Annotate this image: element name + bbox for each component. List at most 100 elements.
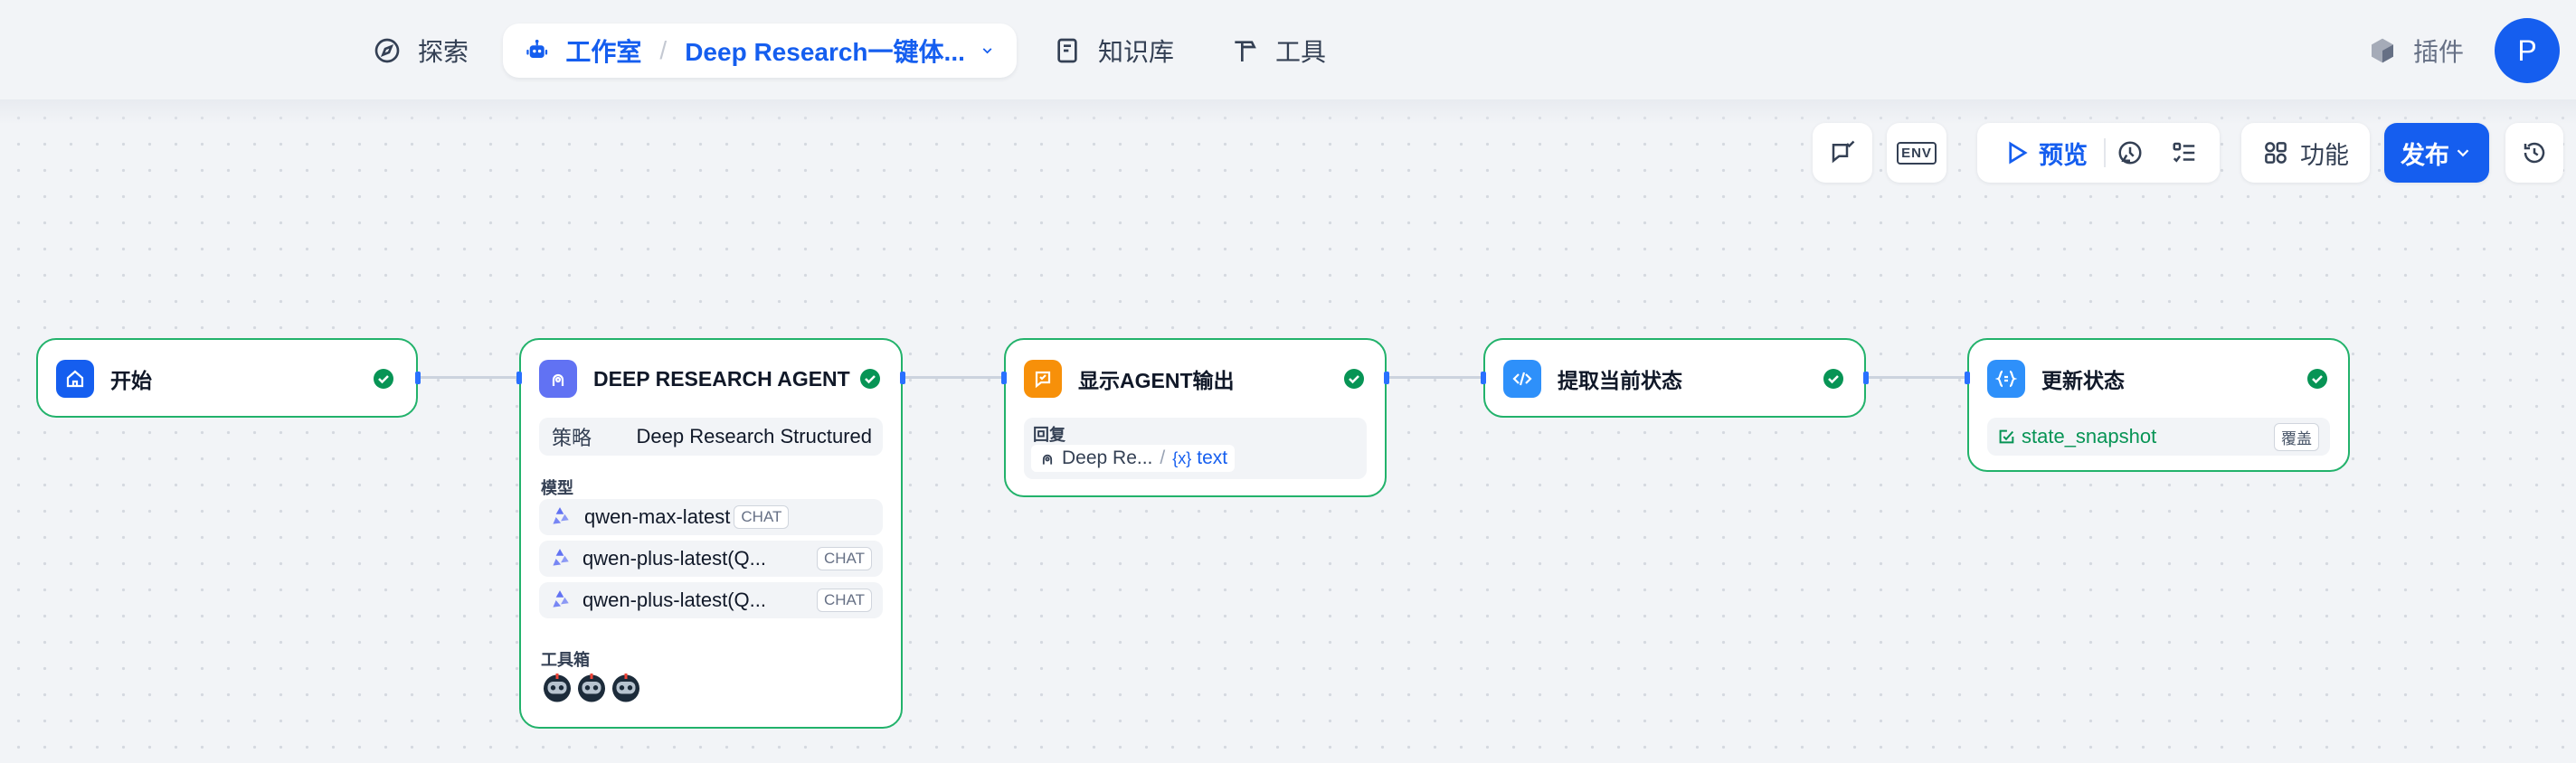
node-header: DEEP RESEARCH AGENT: [539, 360, 850, 398]
success-check-icon: [1823, 369, 1843, 389]
nav-knowledge[interactable]: 知识库: [1053, 24, 1174, 78]
robot-icon[interactable]: [575, 671, 608, 703]
output-handle[interactable]: [1863, 372, 1869, 384]
model-section-label: 模型: [541, 479, 573, 497]
source-node-name: Deep Re...: [1062, 447, 1153, 468]
model-tag: CHAT: [816, 589, 872, 612]
divider: [2104, 138, 2106, 167]
node-title: 更新状态: [2041, 369, 2125, 392]
variable-assigner-icon: [1987, 360, 2025, 398]
nav-tools[interactable]: 工具: [1230, 24, 1326, 78]
model-tag: CHAT: [816, 547, 872, 570]
conversation-variable-icon: [1999, 429, 2014, 444]
preview-group: 预览: [1977, 123, 2220, 183]
edge[interactable]: [1387, 376, 1485, 379]
code-icon: [1503, 360, 1541, 398]
variable-name: state_snapshot: [2022, 425, 2157, 447]
path-separator: /: [1160, 447, 1166, 468]
node-assigner[interactable]: 更新状态 state_snapshot 覆盖: [1965, 338, 2350, 472]
input-handle[interactable]: [1481, 372, 1486, 384]
model-item[interactable]: qwen-max-latest CHAT: [539, 499, 883, 535]
node-header: 提取当前状态: [1503, 360, 1682, 398]
apps-icon: [2265, 142, 2287, 164]
success-check-icon: [860, 369, 880, 389]
nav-knowledge-label: 知识库: [1098, 38, 1175, 66]
breadcrumb-separator: /: [659, 36, 668, 64]
strategy-label: 策略: [552, 427, 592, 449]
model-tag: CHAT: [734, 505, 790, 529]
input-handle[interactable]: [1965, 372, 1970, 384]
answer-icon: [1024, 360, 1062, 398]
node-title: 显示AGENT输出: [1078, 369, 1235, 392]
compass-icon: [374, 38, 400, 63]
chevron-down-icon: [2457, 149, 2469, 157]
node-code[interactable]: 提取当前状态: [1481, 338, 1869, 418]
model-item[interactable]: qwen-plus-latest(Q... CHAT: [539, 541, 883, 577]
success-check-icon: [1344, 369, 1364, 389]
preview-label: 预览: [2039, 141, 2088, 169]
robot-icon: [526, 39, 548, 58]
book-icon: [1057, 38, 1077, 63]
qwen-logo-icon: [553, 549, 569, 566]
robot-icon[interactable]: [541, 671, 573, 703]
nav-studio-label: 工作室: [565, 38, 642, 66]
nav-plugins-label: 插件: [2413, 38, 2465, 66]
qwen-logo-icon: [553, 507, 569, 524]
node-header: 更新状态: [1987, 360, 2125, 398]
agent-icon: [1042, 454, 1053, 465]
input-handle[interactable]: [1001, 372, 1007, 384]
output-handle[interactable]: [1384, 372, 1389, 384]
robot-icon[interactable]: [610, 671, 642, 703]
model-name: qwen-plus-latest(Q...: [582, 589, 766, 611]
edge[interactable]: [903, 376, 1004, 379]
version-history-button[interactable]: [2505, 123, 2563, 183]
agent-icon: [539, 360, 577, 398]
features-label: 功能: [2300, 141, 2349, 169]
output-handle[interactable]: [900, 372, 905, 384]
reply-box: 回复 Deep Re... / {x} text: [1024, 418, 1367, 479]
nav-plugins[interactable]: 插件: [2368, 24, 2464, 78]
reply-label: 回复: [1033, 426, 1065, 444]
assigned-variable-row[interactable]: state_snapshot 覆盖: [1987, 418, 2330, 456]
nav-explore[interactable]: 探索: [373, 24, 469, 78]
publish-button[interactable]: 发布: [2384, 123, 2489, 183]
node-title: 开始: [110, 369, 152, 392]
variable-name: text: [1197, 447, 1228, 468]
env-button[interactable]: ENV: [1887, 123, 1946, 183]
nav-tools-label: 工具: [1275, 38, 1327, 66]
node-start[interactable]: 开始: [36, 338, 421, 418]
node-agent[interactable]: DEEP RESEARCH AGENT 策略 Deep Research Str…: [516, 338, 905, 729]
node-answer[interactable]: 显示AGENT输出 回复 Deep Re... / {x} text: [1001, 338, 1389, 497]
chat-check-icon: [1832, 140, 1855, 164]
app-name[interactable]: Deep Research一键体...: [685, 38, 965, 66]
publish-label: 发布: [2401, 141, 2449, 169]
preview-button[interactable]: 预览: [2003, 136, 2088, 171]
env-icon: ENV: [1897, 141, 1937, 165]
checklist-button[interactable]: [1813, 123, 1872, 183]
variable-icon: {x}: [1172, 448, 1192, 467]
success-check-icon: [374, 369, 393, 389]
model-item[interactable]: qwen-plus-latest(Q... CHAT: [539, 582, 883, 618]
success-check-icon: [2307, 369, 2327, 389]
variable-reference[interactable]: Deep Re... / {x} text: [1031, 445, 1236, 472]
node-header: 开始: [56, 360, 152, 398]
play-icon: [2009, 141, 2028, 165]
model-name: qwen-plus-latest(Q...: [582, 547, 766, 570]
run-history-icon[interactable]: [2117, 139, 2144, 166]
node-header: 显示AGENT输出: [1024, 360, 1235, 398]
strategy-row: 策略 Deep Research Structured: [539, 418, 883, 456]
toolbox-label: 工具箱: [541, 651, 590, 669]
features-button[interactable]: 功能: [2241, 123, 2370, 183]
output-handle[interactable]: [415, 372, 421, 384]
history-icon: [2524, 142, 2545, 164]
checklist-icon[interactable]: [2171, 139, 2198, 166]
edge[interactable]: [1866, 376, 1967, 379]
edge[interactable]: [418, 376, 519, 379]
cube-icon: [2372, 38, 2393, 63]
chevron-down-icon[interactable]: [980, 42, 995, 60]
input-handle[interactable]: [516, 372, 522, 384]
nav-studio[interactable]: 工作室 / Deep Research一键体...: [503, 24, 1017, 78]
avatar[interactable]: P: [2495, 18, 2560, 83]
home-icon: [56, 360, 94, 398]
node-title: 提取当前状态: [1558, 369, 1682, 392]
